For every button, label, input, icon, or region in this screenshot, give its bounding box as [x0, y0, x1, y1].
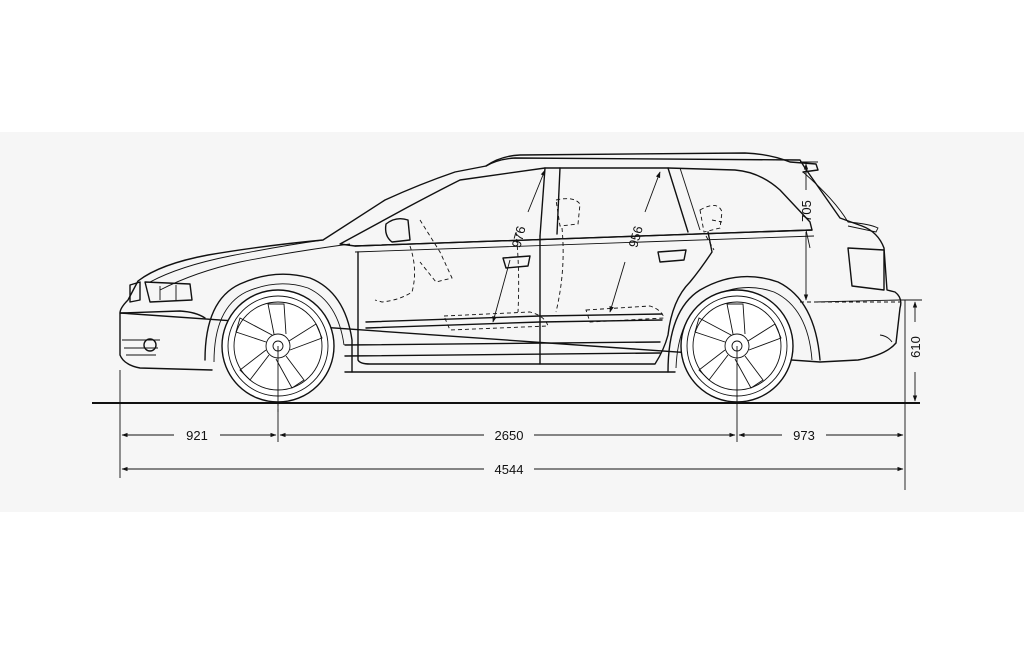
car-body-outline	[119, 152, 902, 373]
seat-outlines	[374, 198, 723, 331]
label-overall-length: 4544	[495, 462, 524, 477]
label-rear-overhang: 973	[793, 428, 815, 443]
label-loading-sill-height: 610	[908, 336, 923, 358]
drawing-panel	[0, 132, 1024, 512]
label-front-headroom: 976	[509, 224, 529, 249]
label-cargo-height: 705	[799, 200, 814, 222]
label-wheelbase: 2650	[495, 428, 524, 443]
label-front-overhang: 921	[186, 428, 208, 443]
label-rear-headroom: 956	[625, 224, 645, 249]
dimension-lines	[119, 161, 922, 490]
